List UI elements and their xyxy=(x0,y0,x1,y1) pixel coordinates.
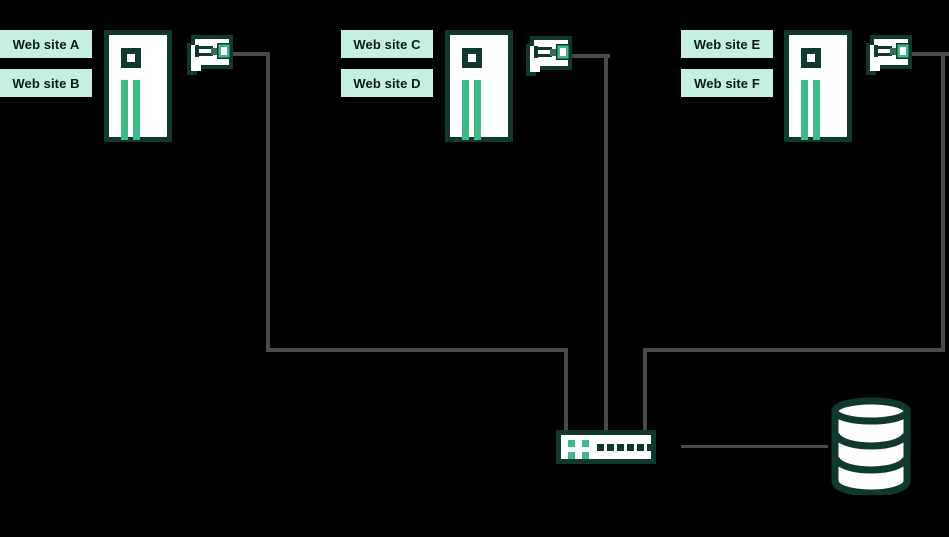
website-label-b: Web site B xyxy=(0,69,92,97)
website-label-a-text: Web site A xyxy=(12,36,80,52)
connector-line-nic1-h1 xyxy=(232,52,270,56)
connector-line-nic1-v1 xyxy=(266,52,270,352)
server-icon-1 xyxy=(104,30,172,142)
website-label-b-text: Web site B xyxy=(12,75,80,91)
connector-line-nic3-v2 xyxy=(643,348,647,433)
server-vent-3b xyxy=(813,80,820,140)
server-body-1 xyxy=(112,38,164,140)
server-body-2 xyxy=(453,38,505,140)
server-drive-bay-icon-3 xyxy=(801,48,821,68)
server-icon-2 xyxy=(445,30,513,142)
website-label-f-text: Web site F xyxy=(694,75,760,91)
switch-port-5 xyxy=(637,444,644,451)
website-label-d-text: Web site D xyxy=(353,75,421,91)
server-drive-bay-icon-2 xyxy=(462,48,482,68)
server-vent-2b xyxy=(474,80,481,140)
website-label-f: Web site F xyxy=(681,69,773,97)
connector-line-nic1-v2 xyxy=(564,348,568,433)
connector-line-nic1-h2 xyxy=(266,348,568,352)
connector-line-nic3-h2 xyxy=(643,348,945,352)
switch-led-2 xyxy=(582,440,589,447)
server-vent-1b xyxy=(133,80,140,140)
network-card-icon-3 xyxy=(866,35,912,75)
connector-line-switch-database xyxy=(681,445,828,448)
database-icon xyxy=(830,397,912,495)
server-icon-3 xyxy=(784,30,852,142)
switch-port-3 xyxy=(617,444,624,451)
network-switch-icon xyxy=(556,430,656,464)
network-card-icon-1 xyxy=(187,35,233,75)
website-label-e: Web site E xyxy=(681,30,773,58)
server-body-3 xyxy=(792,38,844,140)
connector-line-nic2-v1 xyxy=(604,54,608,433)
switch-led-3 xyxy=(568,452,575,459)
switch-led-1 xyxy=(568,440,575,447)
server-vent-1a xyxy=(121,80,128,140)
connector-line-nic3-h1 xyxy=(911,52,949,56)
network-card-icon-2 xyxy=(526,36,572,76)
server-vent-2a xyxy=(462,80,469,140)
connector-line-nic2-h1 xyxy=(571,54,610,58)
switch-port-6 xyxy=(647,444,654,451)
website-label-a: Web site A xyxy=(0,30,92,58)
website-label-d: Web site D xyxy=(341,69,433,97)
switch-port-2 xyxy=(607,444,614,451)
switch-port-1 xyxy=(597,444,604,451)
server-drive-bay-icon-1 xyxy=(121,48,141,68)
server-vent-3a xyxy=(801,80,808,140)
website-label-e-text: Web site E xyxy=(693,36,761,52)
website-label-c: Web site C xyxy=(341,30,433,58)
switch-port-4 xyxy=(627,444,634,451)
website-label-c-text: Web site C xyxy=(353,36,421,52)
switch-led-4 xyxy=(582,452,589,459)
connector-line-nic3-v1 xyxy=(941,52,945,352)
switch-faceplate xyxy=(561,435,654,459)
